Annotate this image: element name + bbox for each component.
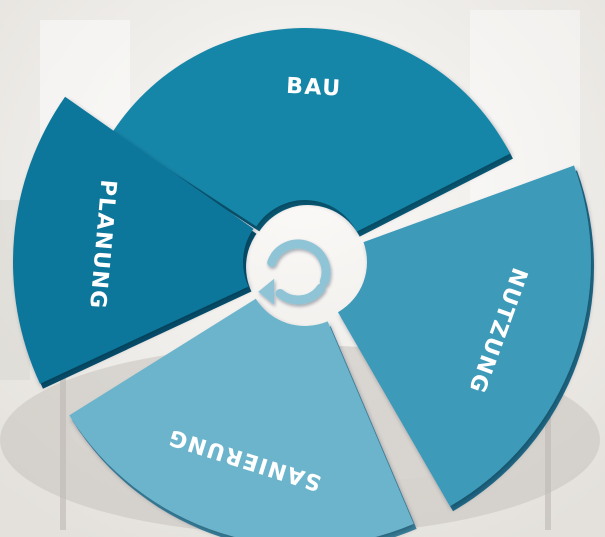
- segment-bau: [112, 28, 510, 232]
- segment-label-bau: BAU: [286, 74, 343, 102]
- segment-planung: [12, 96, 254, 384]
- segment-sanierung: [69, 298, 414, 537]
- segment-nutzung: [338, 165, 592, 507]
- cycle-segments: [12, 28, 595, 537]
- cycle-arrow-icon: [258, 239, 331, 305]
